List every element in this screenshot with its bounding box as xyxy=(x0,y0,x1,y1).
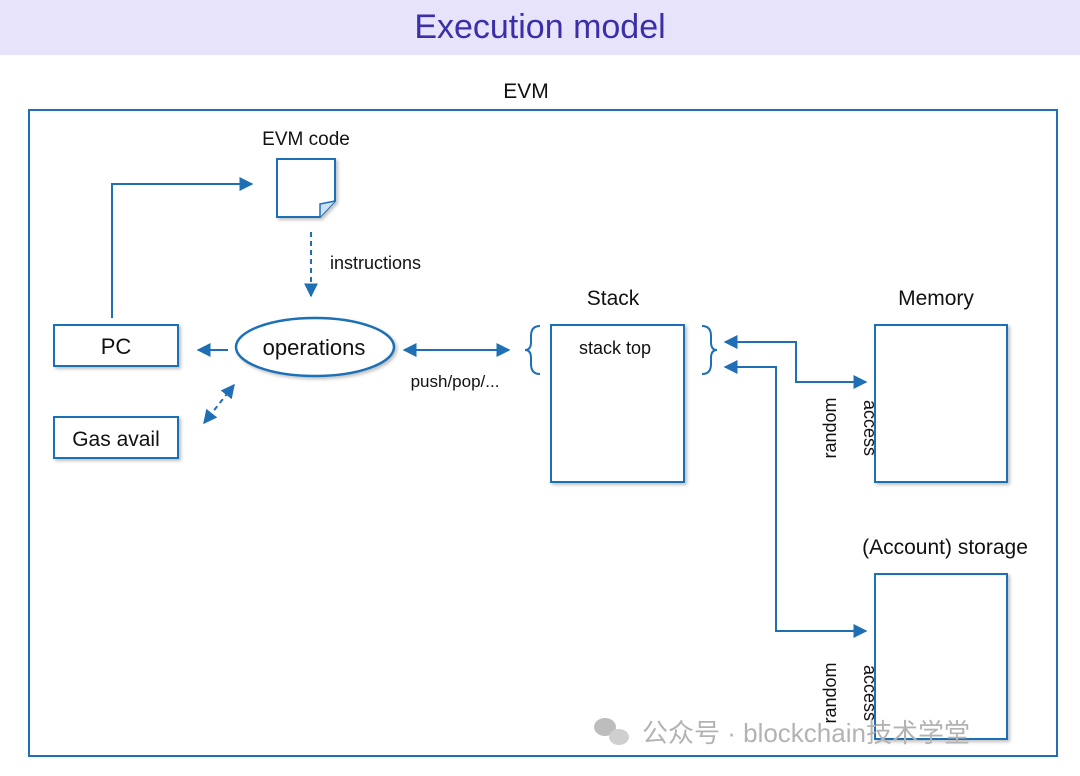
pc-label: PC xyxy=(101,334,132,359)
operations-ellipse xyxy=(234,316,396,378)
gas-arrow xyxy=(203,383,235,425)
storage-label: (Account) storage xyxy=(862,536,1028,559)
watermark-text: 公众号 · blockchain技术学堂 xyxy=(642,718,970,748)
pc-box xyxy=(53,324,179,367)
memory-access-label: access xyxy=(860,400,880,456)
pc-to-code-arrow xyxy=(111,177,254,318)
push-pop-label: push/pop/... xyxy=(411,372,500,391)
right-brace xyxy=(701,325,718,375)
memory-label: Memory xyxy=(898,287,974,310)
page-title: Execution model xyxy=(414,8,666,46)
memory-box xyxy=(874,324,1008,483)
storage-random-label: random xyxy=(820,662,840,723)
chat-bubbles-icon xyxy=(594,718,629,745)
title-bar: Execution model xyxy=(0,0,1080,55)
instructions-label: instructions xyxy=(330,253,421,273)
evm-code-label: EVM code xyxy=(262,129,350,150)
gas-label: Gas avail xyxy=(72,428,160,451)
stack-memory-arrow xyxy=(723,335,868,389)
stack-top-label: stack top xyxy=(579,338,651,358)
operations-label: operations xyxy=(263,335,366,360)
memory-random-label: random xyxy=(820,397,840,458)
storage-box xyxy=(874,573,1008,740)
storage-access-label: access xyxy=(860,665,880,721)
left-brace xyxy=(524,325,541,375)
watermark: 公众号 · blockchain技术学堂 xyxy=(594,718,970,748)
document-icon xyxy=(276,158,336,218)
stack-box xyxy=(550,324,685,483)
stack-storage-arrow xyxy=(723,360,868,638)
gas-box xyxy=(53,416,179,459)
evm-container xyxy=(28,109,1058,757)
stack-label: Stack xyxy=(587,287,640,310)
evm-label: EVM xyxy=(503,80,549,103)
